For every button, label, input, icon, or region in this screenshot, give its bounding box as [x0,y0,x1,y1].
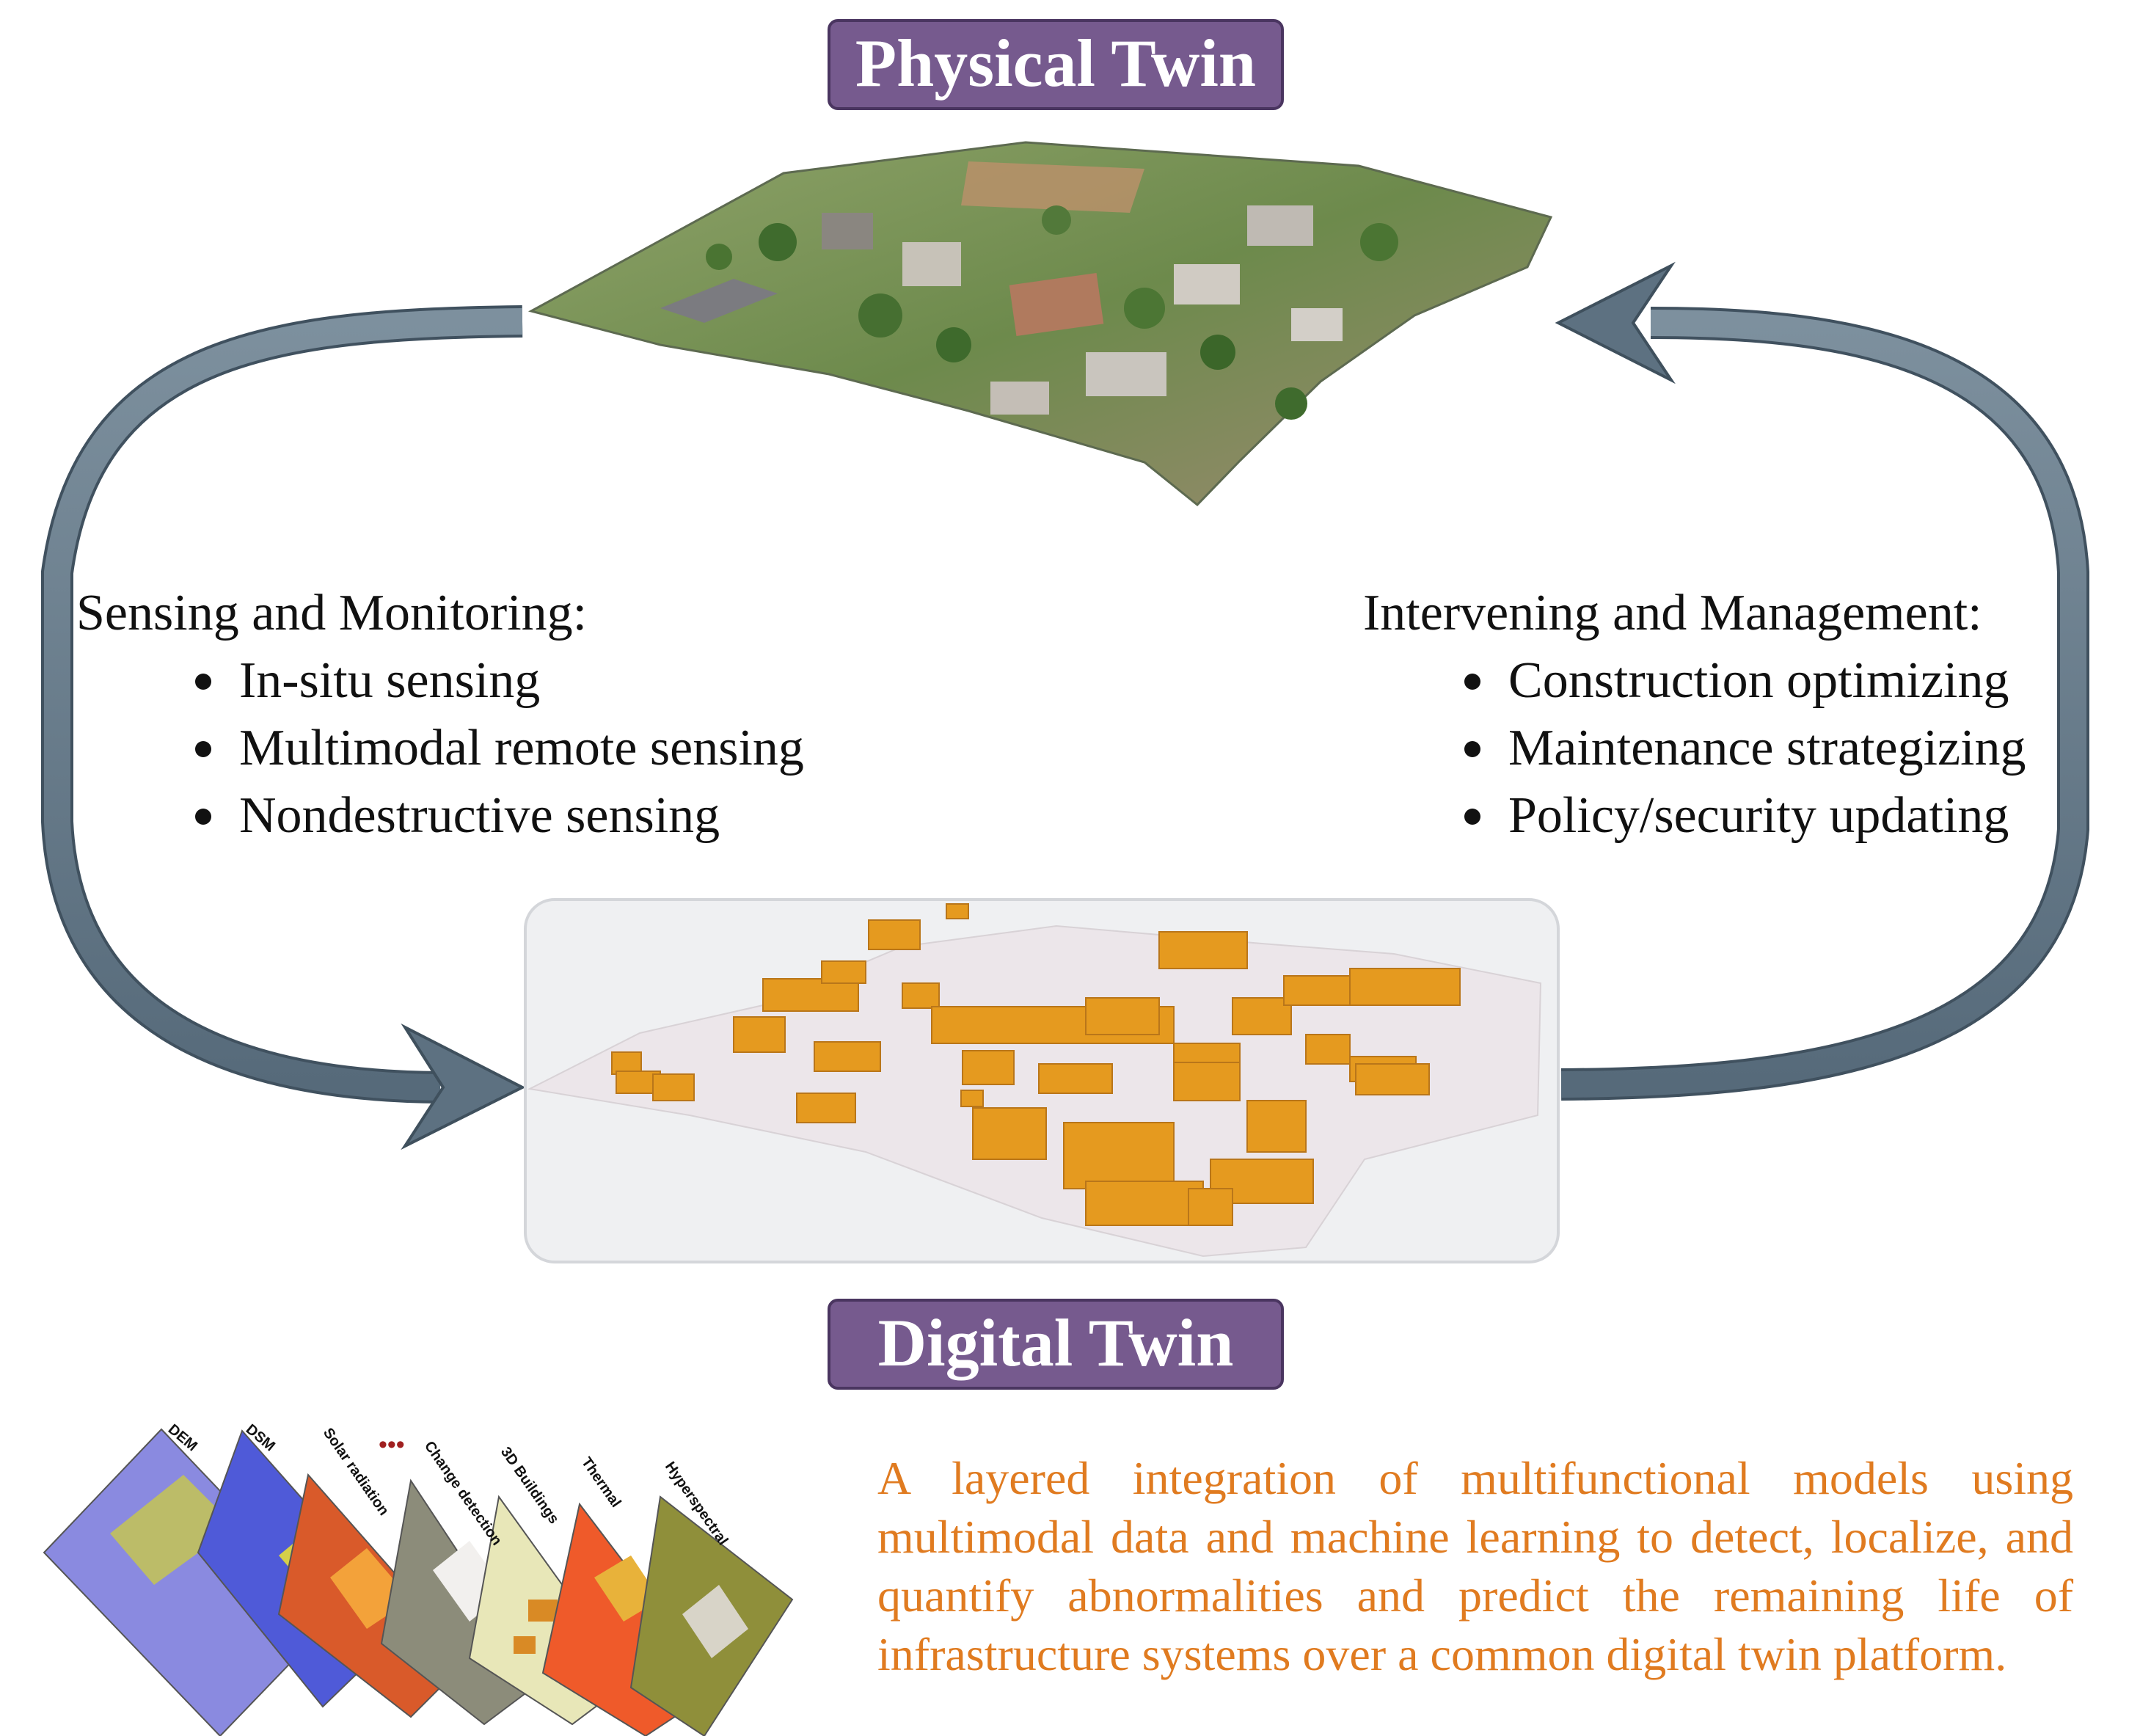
building [962,1050,1015,1085]
sensing-item: In-situ sensing [195,647,883,715]
building [1246,1100,1307,1153]
building [1188,1188,1233,1226]
building [762,978,859,1012]
digital-twin-buildings [611,903,1461,1226]
building [1038,1063,1113,1094]
building [1158,931,1248,969]
intervening-heading: Intervening and Management: [1363,585,1982,641]
building [868,919,921,950]
building [821,960,866,984]
intervening-item: Maintenance strategizing [1464,715,2126,782]
building [1349,968,1461,1006]
intervening-list: Construction optimizing Maintenance stra… [1464,647,2126,850]
building [733,1016,786,1053]
building [1232,997,1292,1035]
building [1085,1181,1204,1226]
sensing-list: In-situ sensing Multimodal remote sensin… [195,647,883,850]
building [814,1041,881,1072]
physical-twin-title: Physical Twin [828,19,1284,110]
sensing-item: Multimodal remote sensing [195,715,883,782]
digital-twin-title: Digital Twin [828,1299,1284,1390]
intervening-loop-arrow [1555,261,2089,1101]
building [902,982,940,1009]
sensing-item: Nondestructive sensing [195,782,883,850]
building [1305,1034,1351,1065]
layer-label-thermal: Thermal [578,1454,624,1510]
building [960,1090,984,1107]
sensing-loop-arrow [41,305,526,1150]
intervening-item: Policy/security updating [1464,782,2126,850]
building [1355,1063,1430,1095]
layered-models-stack: DEM DSM Solar radiation ••• Change detec… [43,1421,794,1736]
intervening-management-block: Intervening and Management: Construction… [1363,580,2126,850]
building [1085,997,1160,1035]
building [972,1107,1047,1160]
sensing-monitoring-block: Sensing and Monitoring: In-situ sensing … [76,580,883,850]
intervening-item: Construction optimizing [1464,647,2126,715]
building [1063,1122,1175,1189]
layer-ellipsis: ••• [379,1431,405,1459]
building [652,1073,695,1101]
sensing-heading: Sensing and Monitoring: [76,585,588,641]
building [1173,1062,1241,1101]
digital-twin-caption: A layered integration of multifunctional… [877,1452,2073,1680]
building [1283,975,1358,1006]
building [946,903,969,919]
physical-twin-city-model [527,141,1553,507]
building [796,1093,856,1123]
